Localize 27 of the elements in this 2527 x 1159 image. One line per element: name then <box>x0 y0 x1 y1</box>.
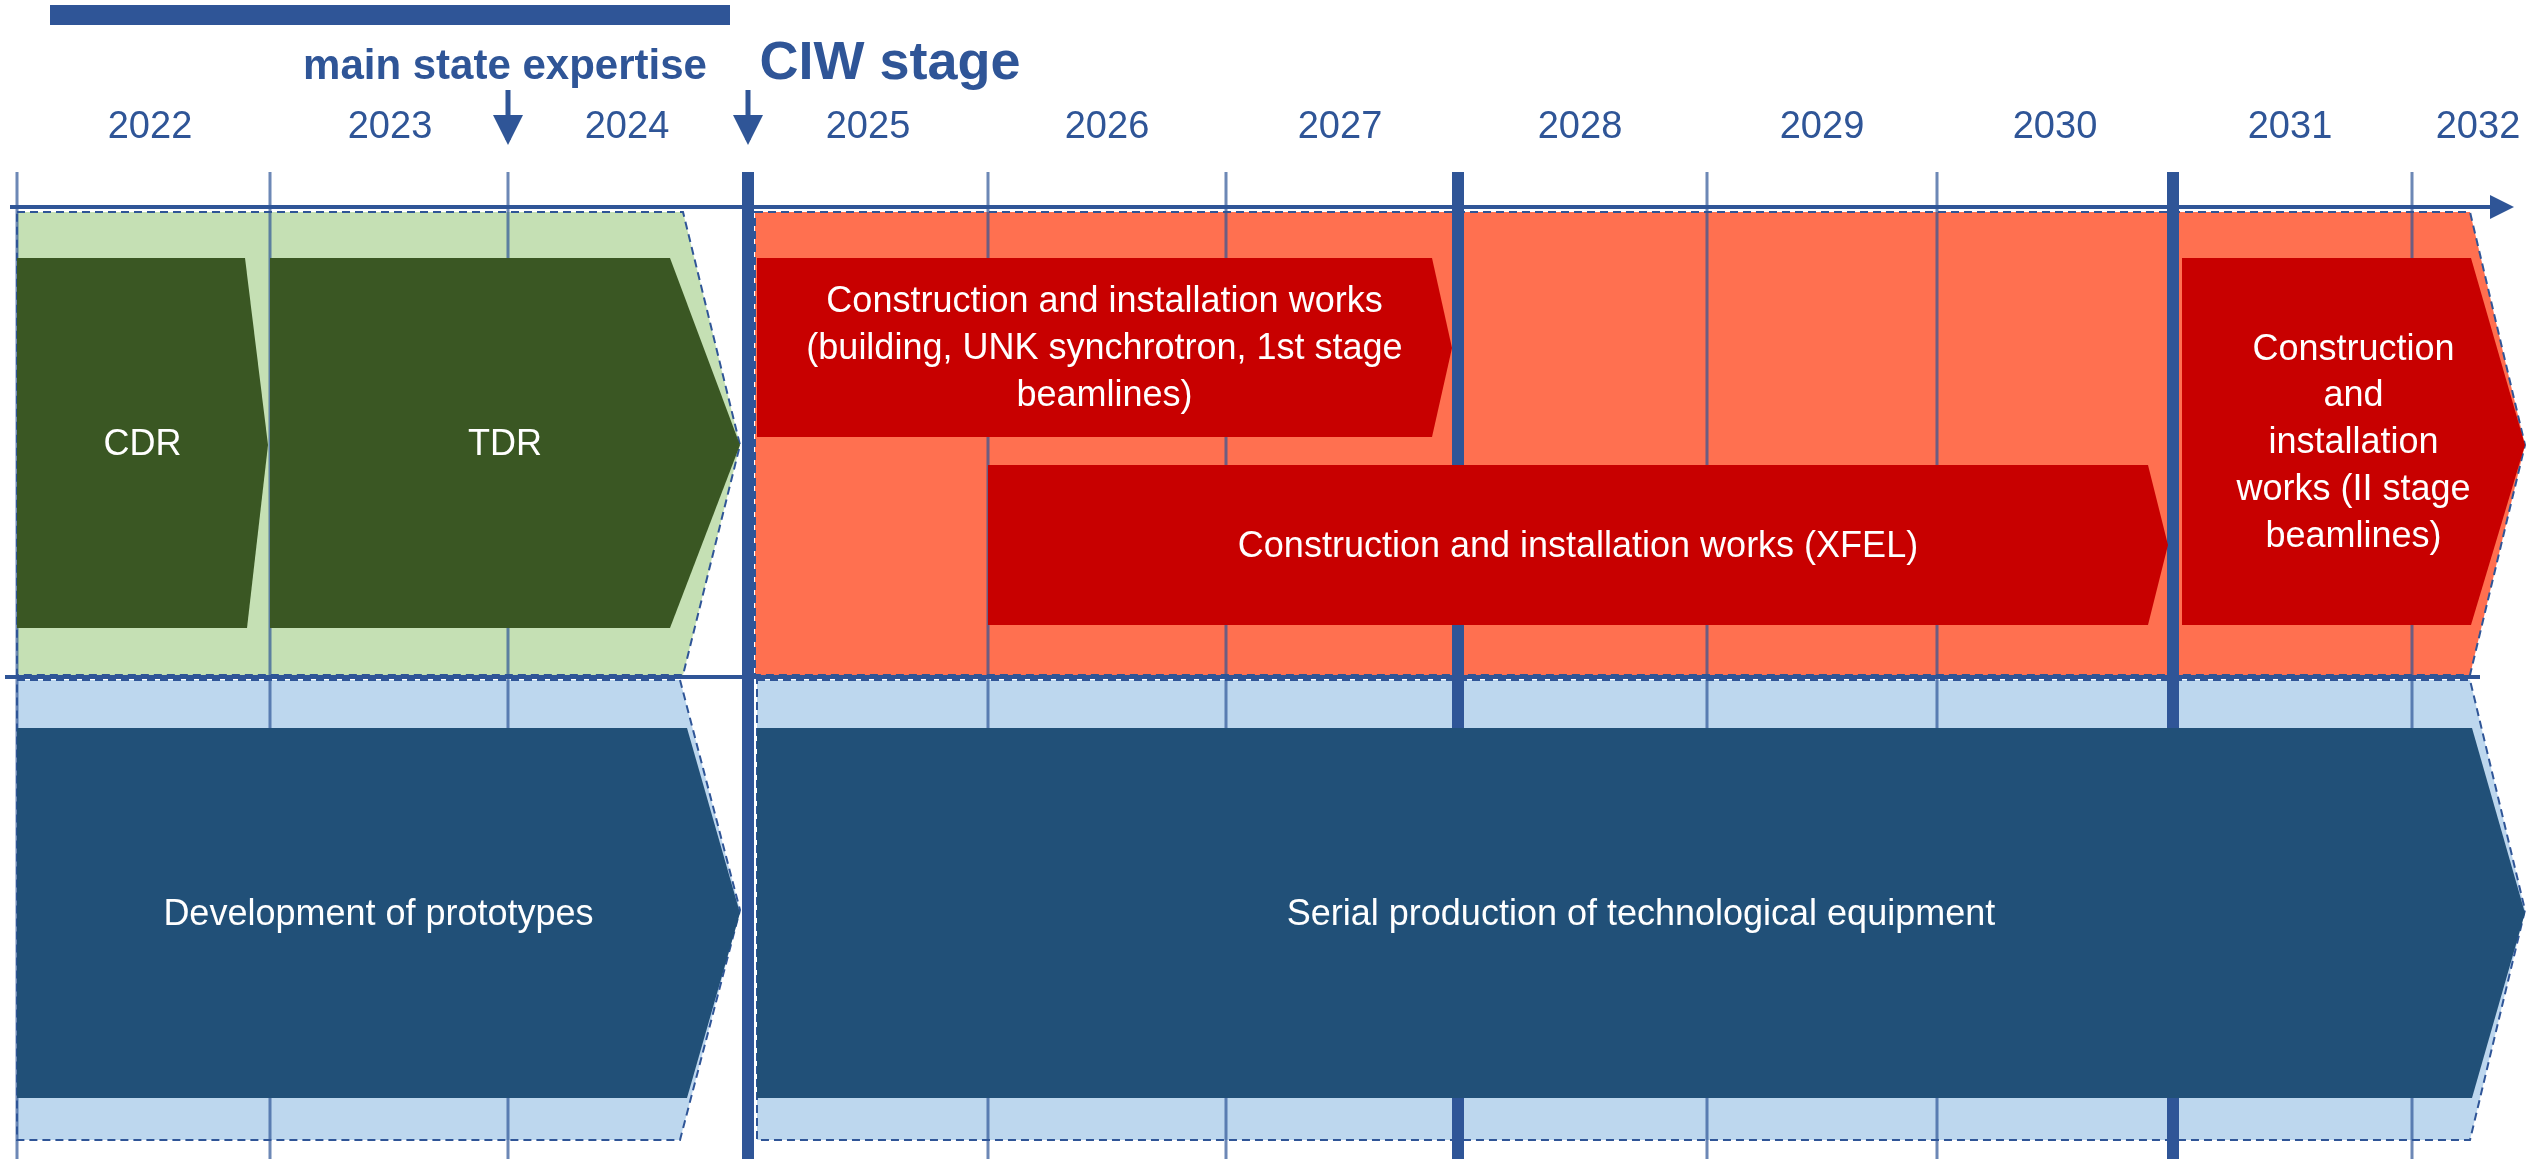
year-label: 2022 <box>107 102 193 148</box>
year-label: 2028 <box>1537 102 1623 148</box>
year-label: 2026 <box>1064 102 1150 148</box>
year-label: 2032 <box>2435 102 2521 148</box>
phase-label: Construction and installation works (building, UNK synchrotron, 1st stage beamlines) <box>805 278 1404 416</box>
year-label: 2029 <box>1779 102 1865 148</box>
phase-label: Development of prototypes <box>162 890 595 935</box>
year-label: 2031 <box>2247 102 2333 148</box>
phase-block <box>17 258 268 628</box>
phase-block <box>2182 258 2525 625</box>
phase-label: Construction and installation works (II stage beamlines) <box>2235 325 2472 557</box>
phase-block <box>988 465 2168 625</box>
phase-block <box>270 258 740 628</box>
phase-block <box>757 258 1452 437</box>
year-label: 2023 <box>347 102 433 148</box>
year-label: 2024 <box>584 102 670 148</box>
year-label: 2027 <box>1297 102 1383 148</box>
phase-label: Construction and installation works (XFEL) <box>1236 522 1920 567</box>
phase-block <box>17 728 740 1098</box>
phase-label: TDR <box>467 420 543 465</box>
phase-block <box>757 728 2525 1098</box>
phase-label: Serial production of technological equipment <box>1285 890 1997 935</box>
stage-label: CIW stage <box>759 28 1021 92</box>
milestone-label: main state expertise <box>303 39 707 90</box>
year-label: 2025 <box>825 102 911 148</box>
year-label: 2030 <box>2012 102 2098 148</box>
phase-label: CDR <box>102 420 183 465</box>
